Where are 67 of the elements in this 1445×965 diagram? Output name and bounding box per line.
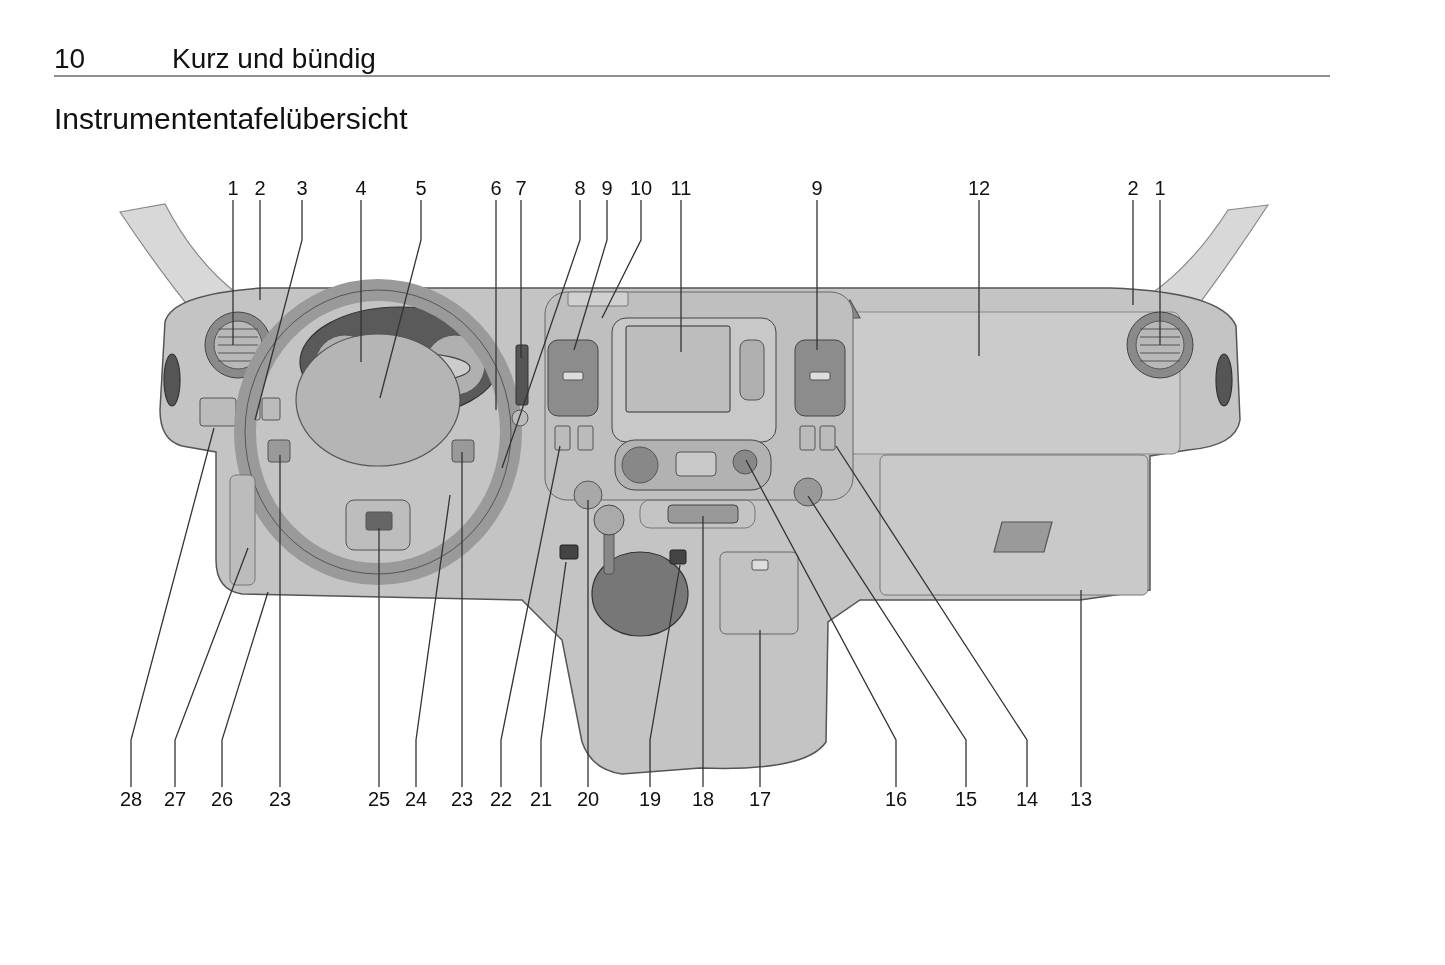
callout-number: 23 <box>450 788 474 810</box>
callout-number: 10 <box>629 177 653 199</box>
leader-line <box>461 451 463 788</box>
callout-number: 19 <box>638 788 662 810</box>
leader-line <box>759 629 761 788</box>
leader-line <box>1132 199 1134 306</box>
leader-line <box>745 459 897 788</box>
callout-number: 1 <box>1154 177 1166 199</box>
leader-line <box>573 199 608 351</box>
callout-number: 25 <box>367 788 391 810</box>
leader-line <box>501 199 581 469</box>
callout-number: 2 <box>1127 177 1139 199</box>
leader-line <box>130 427 215 788</box>
callout-number: 2 <box>254 177 266 199</box>
section-heading: Kurz und bündig <box>172 44 376 74</box>
leader-line <box>221 591 269 788</box>
leader-line <box>174 547 249 788</box>
leader-line <box>807 495 967 788</box>
leader-line <box>978 199 980 357</box>
leader-line <box>379 199 422 399</box>
leader-line <box>587 499 589 788</box>
leader-line <box>649 564 681 788</box>
leader-line <box>702 515 704 788</box>
callout-number: 21 <box>529 788 553 810</box>
leader-line <box>254 199 303 421</box>
leader-line <box>500 445 561 788</box>
callout-number: 9 <box>601 177 613 199</box>
leader-line <box>232 199 234 346</box>
page-title: Instrumententafelübersicht <box>54 102 408 136</box>
callout-number: 16 <box>884 788 908 810</box>
callout-number: 20 <box>576 788 600 810</box>
leader-line <box>520 199 522 359</box>
leader-line <box>680 199 682 353</box>
leader-line <box>415 494 451 788</box>
leader-line <box>816 199 818 351</box>
callout-number: 1 <box>227 177 239 199</box>
callout-number: 26 <box>210 788 234 810</box>
leader-line <box>360 199 362 363</box>
callout-number: 7 <box>515 177 527 199</box>
callout-number: 9 <box>811 177 823 199</box>
leader-line <box>259 199 261 301</box>
callout-number: 11 <box>670 177 692 199</box>
leader-line <box>1080 589 1082 788</box>
callout-number: 24 <box>404 788 428 810</box>
leader-line <box>378 527 380 788</box>
callout-number: 23 <box>268 788 292 810</box>
leader-line <box>279 454 281 788</box>
callout-number: 14 <box>1015 788 1039 810</box>
callout-number: 12 <box>967 177 991 199</box>
callout-number: 8 <box>574 177 586 199</box>
callout-number: 3 <box>296 177 308 199</box>
page-number: 10 <box>54 44 86 74</box>
callout-number: 17 <box>748 788 772 810</box>
callout-number: 15 <box>954 788 978 810</box>
leader-line <box>540 561 567 788</box>
callout-number: 13 <box>1069 788 1093 810</box>
leader-line <box>1159 199 1161 346</box>
callout-number: 28 <box>119 788 143 810</box>
callout-number: 22 <box>489 788 513 810</box>
callout-number: 5 <box>415 177 427 199</box>
callout-number: 6 <box>490 177 502 199</box>
leader-line <box>495 199 497 411</box>
callout-number: 27 <box>163 788 187 810</box>
callout-number: 18 <box>691 788 715 810</box>
leader-line <box>835 445 1028 788</box>
leader-line <box>601 199 642 319</box>
callout-number: 4 <box>355 177 367 199</box>
